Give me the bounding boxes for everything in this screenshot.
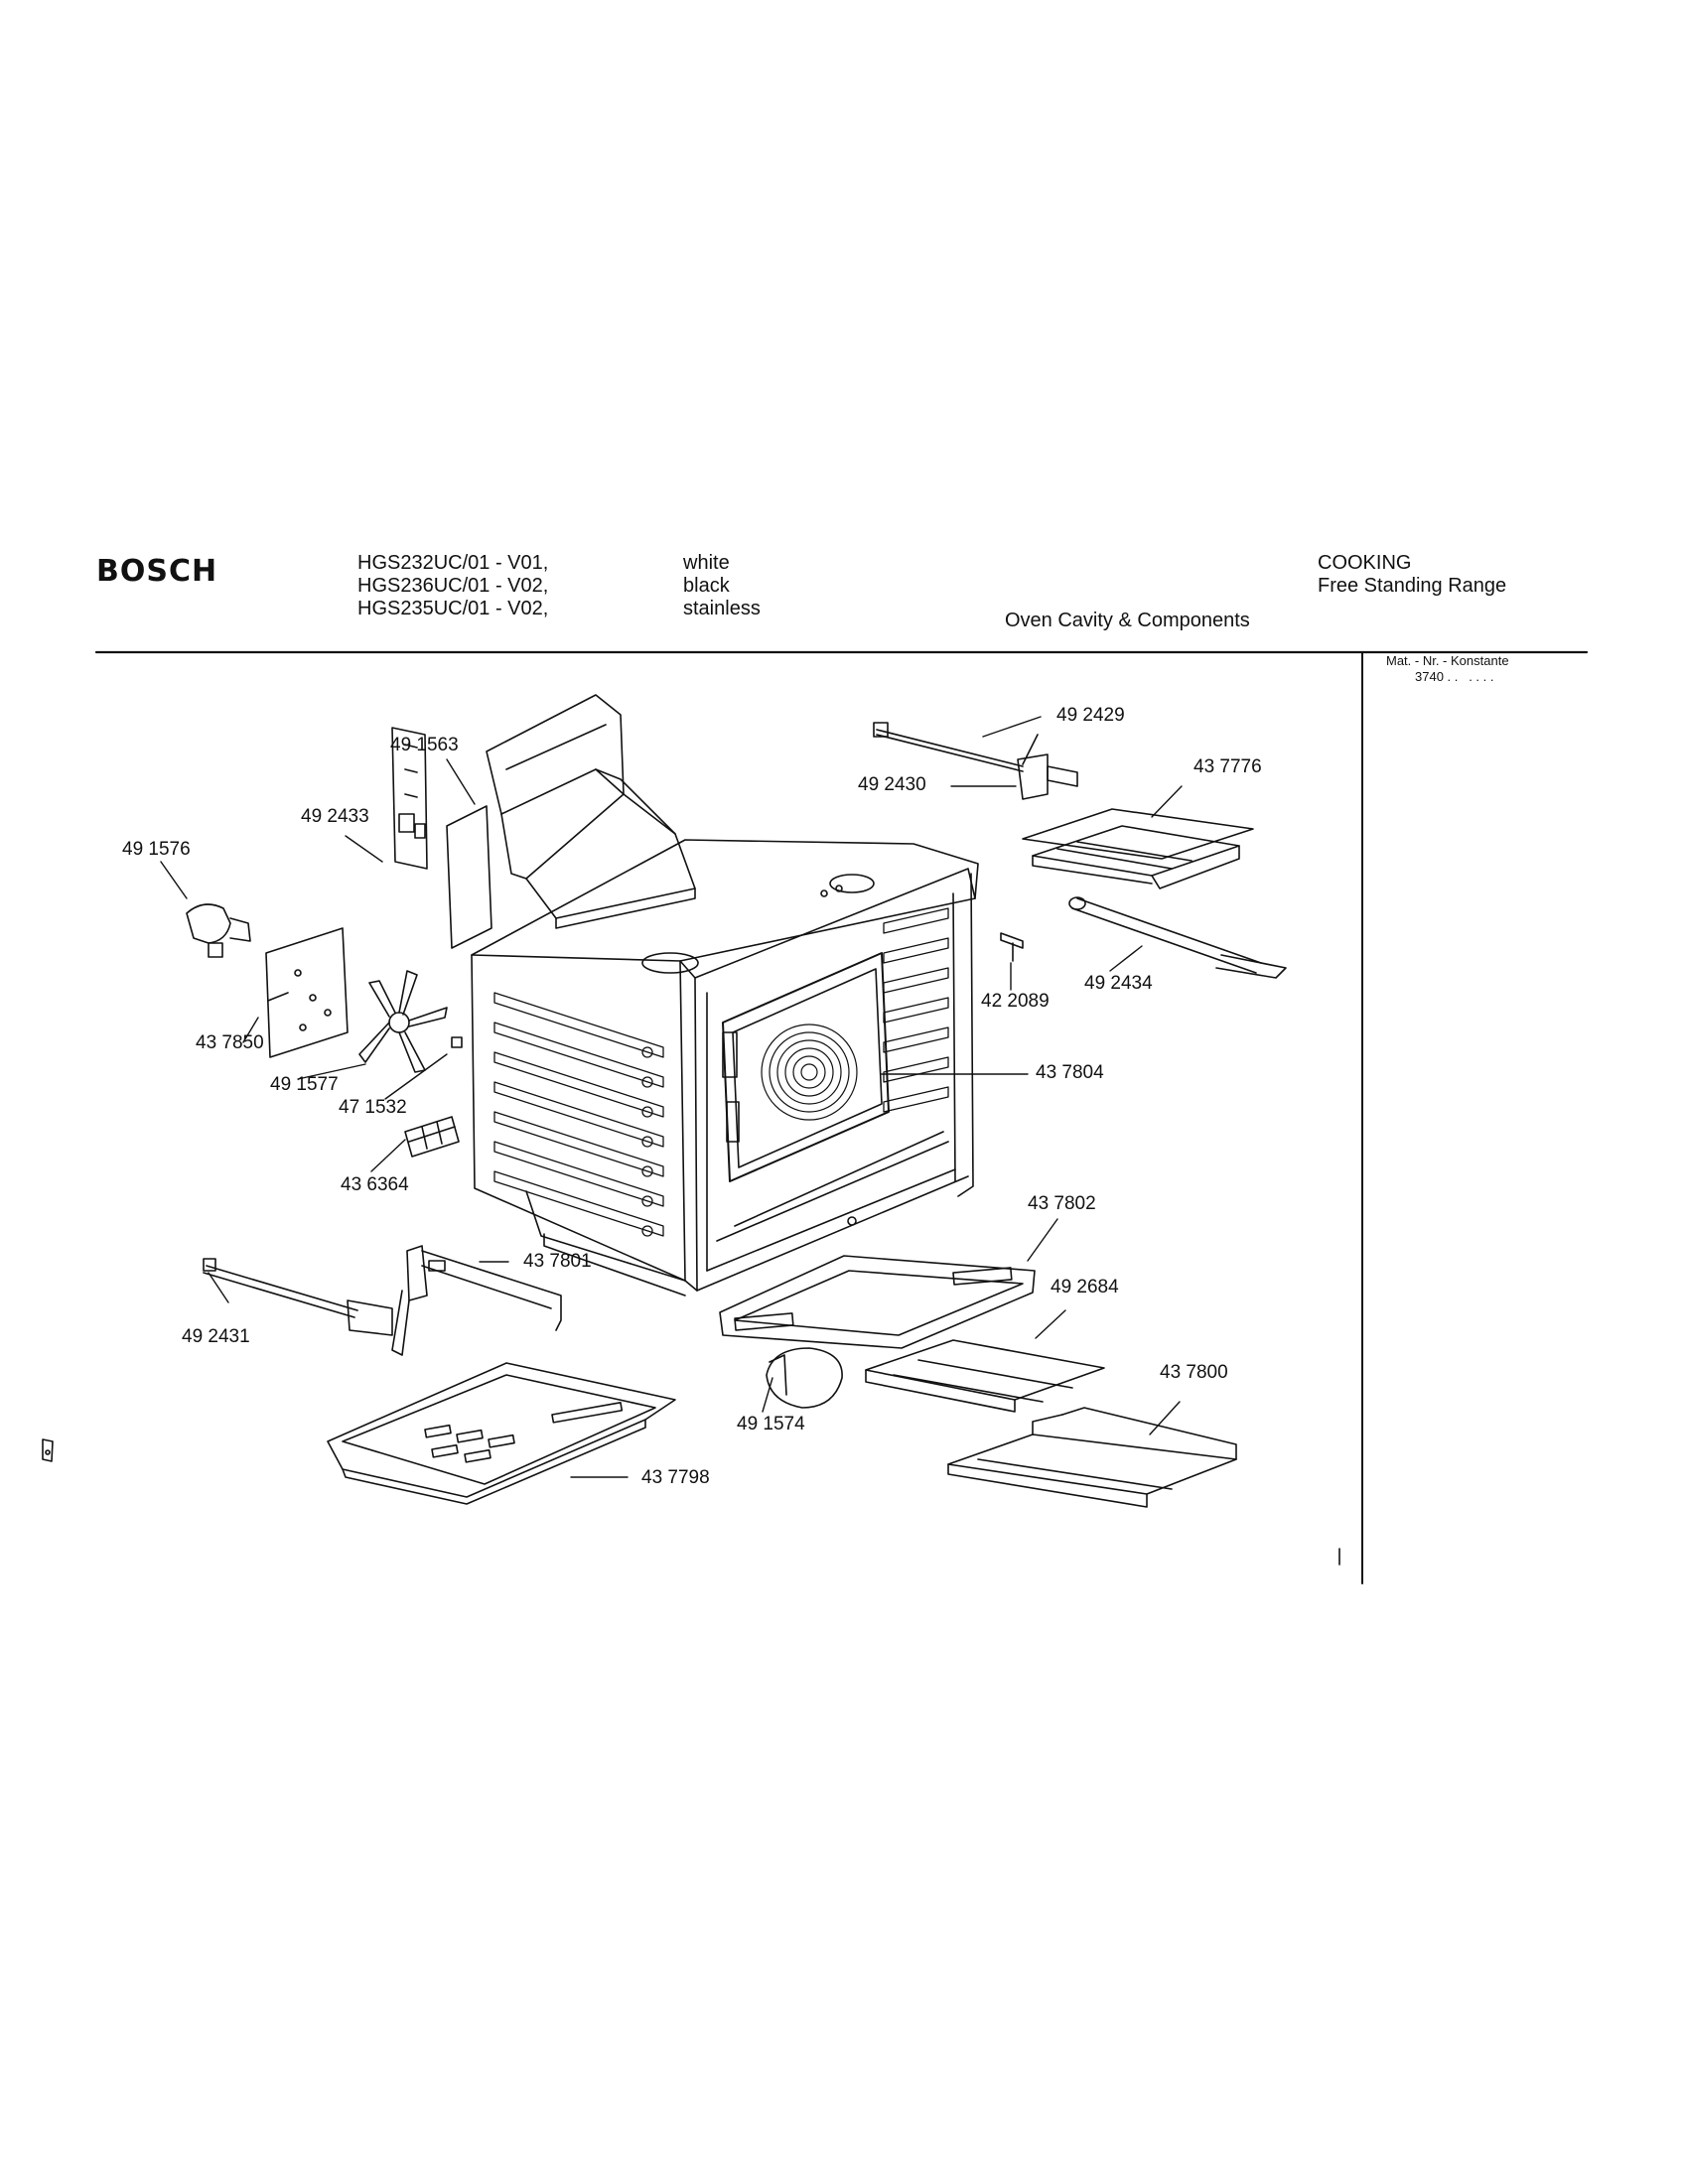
part-label: 49 2429 — [1056, 705, 1125, 726]
color-1: white — [683, 552, 730, 574]
broil-burner-baffle — [1022, 808, 1254, 889]
part-label: 47 1532 — [339, 1097, 407, 1118]
color-list: white black stainless — [683, 552, 761, 620]
color-3: stainless — [683, 598, 761, 619]
bracket-small — [1000, 932, 1024, 962]
model-1: HGS232UC/01 - V01, — [357, 552, 549, 574]
margin-mark — [42, 1438, 54, 1462]
part-label: 49 2433 — [301, 806, 369, 827]
oven-fan-motor — [766, 1347, 843, 1409]
part-label: 43 7776 — [1193, 756, 1262, 777]
part-label: 43 7800 — [1160, 1362, 1228, 1383]
part-label: 49 2684 — [1051, 1277, 1119, 1297]
convection-motor — [186, 903, 251, 958]
part-label: 49 2430 — [858, 774, 926, 795]
leader-lines — [160, 716, 1183, 1478]
product-type: Free Standing Range — [1318, 575, 1507, 597]
bake-burner — [391, 1245, 562, 1356]
terminal-block — [404, 1116, 460, 1158]
part-label: 49 1577 — [270, 1074, 339, 1095]
category: COOKING — [1318, 552, 1412, 574]
part-label: 49 2431 — [182, 1326, 250, 1347]
convection-fan-blade — [358, 970, 448, 1073]
part-label: 43 7798 — [641, 1467, 710, 1488]
section-title: Oven Cavity & Components — [1005, 610, 1250, 631]
part-label: 43 7850 — [196, 1032, 264, 1053]
igniter-assembly-top — [873, 722, 1078, 800]
part-label: 43 6364 — [341, 1174, 409, 1195]
bottom-plate-a — [865, 1339, 1105, 1413]
insulation-panel — [446, 805, 492, 949]
control-board — [391, 727, 428, 870]
mat-nr-value: 3740 . . . . . . — [1415, 669, 1494, 684]
part-label: 49 1576 — [122, 839, 191, 860]
broiler-pan — [327, 1362, 676, 1505]
brand-logo: BOSCH — [96, 554, 218, 589]
broil-burner-tube — [1068, 896, 1287, 979]
category-block: COOKING Free Standing Range — [1318, 552, 1506, 598]
part-label: 49 1574 — [737, 1414, 805, 1434]
margin-dot — [45, 1449, 51, 1455]
bake-igniter-assembly — [203, 1258, 393, 1336]
model-3: HGS235UC/01 - V02, — [357, 598, 549, 619]
part-label: 43 7804 — [1036, 1062, 1104, 1083]
vent-duct — [486, 694, 696, 929]
bottom-plate-b — [947, 1407, 1237, 1508]
part-label: 43 7801 — [523, 1251, 592, 1272]
motor-mounting-plate — [265, 927, 349, 1058]
part-label: 43 7802 — [1028, 1193, 1096, 1214]
color-2: black — [683, 575, 730, 597]
oven-bottom — [719, 1255, 1036, 1349]
model-2: HGS236UC/01 - V02, — [357, 575, 549, 597]
part-label: 49 1563 — [390, 735, 459, 755]
oven-cavity — [471, 839, 979, 1297]
part-label: 49 2434 — [1084, 973, 1153, 994]
part-label: 42 2089 — [981, 991, 1050, 1012]
model-list: HGS232UC/01 - V01, HGS236UC/01 - V02, HG… — [357, 552, 548, 620]
mat-nr-label: Mat. - Nr. - Konstante — [1386, 653, 1509, 668]
fan-nut — [451, 1036, 463, 1048]
